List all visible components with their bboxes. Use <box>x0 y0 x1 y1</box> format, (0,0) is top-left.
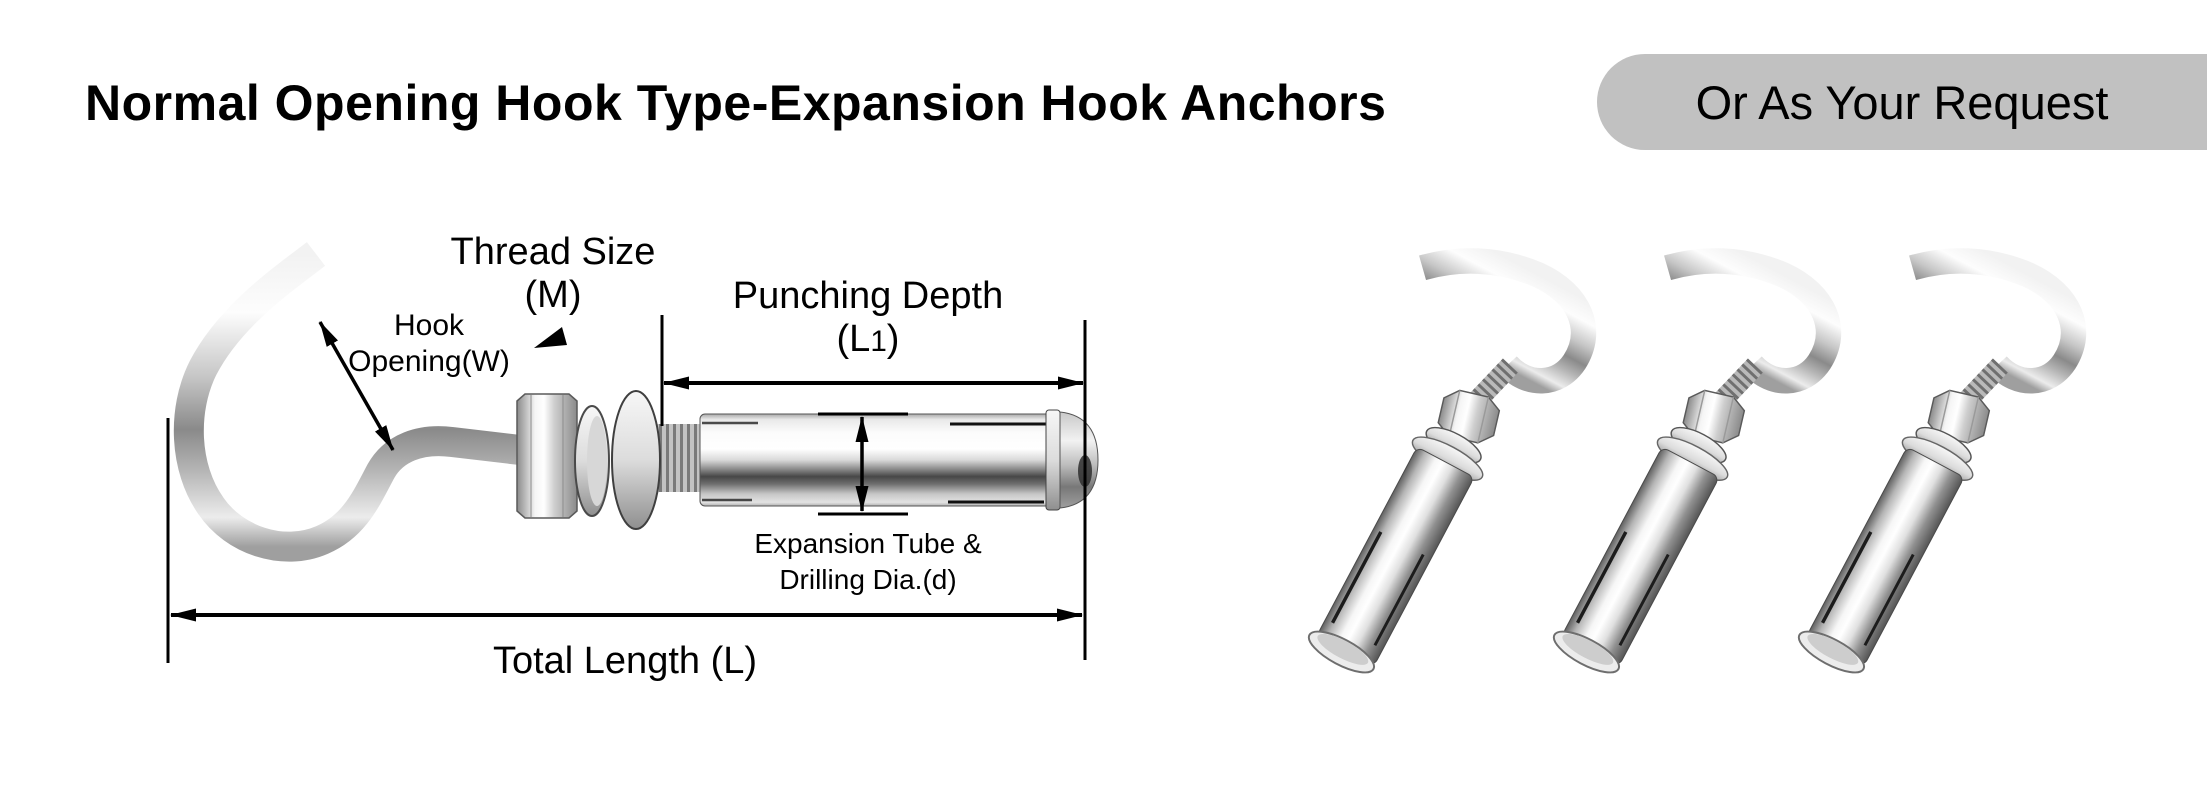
stainless-steel-expansion-hook-anchor-photo-1 <box>1239 225 1602 696</box>
stainless-steel-expansion-hook-anchor-photo-2 <box>1484 225 1847 696</box>
diagram-end-cap <box>1059 411 1099 509</box>
diagram-expansion-tube <box>699 413 1059 507</box>
hook-opening-label: Hook Opening(W) <box>348 309 510 378</box>
total-length-label: Total Length (L) <box>492 640 758 682</box>
request-badge: Or As Your Request <box>1597 54 2207 150</box>
dimension-lines <box>166 315 1087 663</box>
thread-size-arrowhead <box>534 327 567 348</box>
product-photos <box>1239 225 2092 696</box>
request-badge-label: Or As Your Request <box>1695 75 2109 129</box>
thread-size-label: Thread Size (M) <box>450 231 656 316</box>
diagram-flat-washer <box>611 390 661 530</box>
stainless-steel-expansion-hook-anchor-photo-3 <box>1729 225 2092 696</box>
diagram-hook-wire <box>173 242 522 562</box>
diagram-hex-nut <box>516 393 578 519</box>
anchor-diagram-drawing <box>173 242 1099 562</box>
expansion-tube-label: Expansion Tube & Drilling Dia.(d) <box>754 528 982 596</box>
hook-opening-arrow <box>318 321 395 451</box>
punching-depth-label: Punching Depth (L1) <box>732 275 1004 360</box>
page-title: Normal Opening Hook Type-Expansion Hook … <box>85 75 1387 131</box>
